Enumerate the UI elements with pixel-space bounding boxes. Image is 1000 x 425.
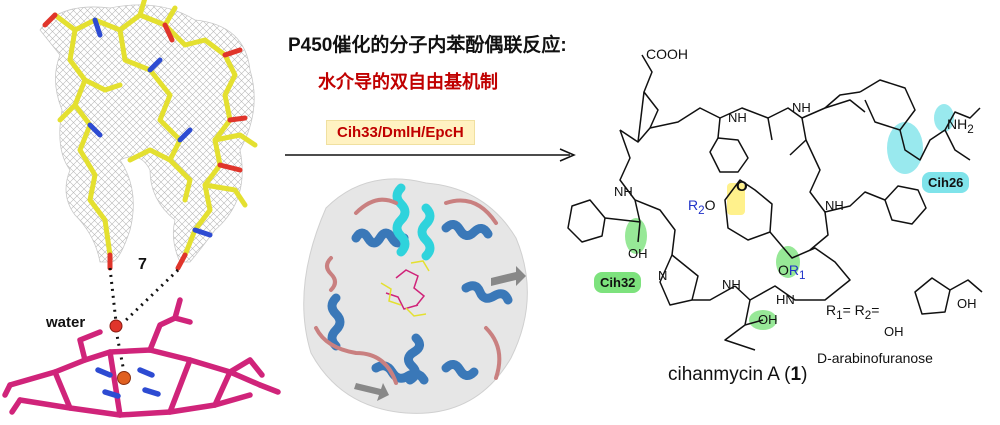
sugar-ho-label: OH <box>884 324 904 339</box>
r2o-label: R2O <box>688 197 716 217</box>
compound-name: cihanmycin A (1) <box>668 364 808 385</box>
or1-label: OR1 <box>778 262 806 282</box>
phenol-oxygen-label: O <box>736 178 748 195</box>
hydroxylation-site-highlight <box>776 246 800 278</box>
residue-number-label: 7 <box>138 256 147 273</box>
sugar-oh-label: OH <box>957 296 977 311</box>
nh-label-thr: NH <box>792 100 811 115</box>
heme-sticks <box>2 297 281 418</box>
heme-nitrogens <box>95 367 161 399</box>
crystal-structure-panel <box>2 0 281 418</box>
cih32-site-highlight <box>625 218 647 254</box>
reaction-arrow <box>285 148 576 162</box>
reaction-title: P450催化的分子内苯酚偶联反应: <box>288 35 567 56</box>
cooh-label: COOH <box>646 46 688 62</box>
p450-protein-cartoon <box>303 178 528 414</box>
nh-label-val: NH <box>722 277 741 292</box>
enzyme-label: Cih33/DmlH/EpcH <box>326 120 475 145</box>
reaction-subtitle: 水介导的双自由基机制 <box>318 72 498 92</box>
oh-label-val: OH <box>758 312 778 327</box>
cih26-tag: Cih26 <box>922 172 970 193</box>
peptide-sticks <box>42 0 258 271</box>
water-label: water <box>46 314 86 331</box>
grey-sheets <box>354 266 526 401</box>
nh-label-tyr: NH <box>728 110 747 125</box>
cih26-site-highlight-2 <box>934 104 954 132</box>
substituent-definition: R1= R2= <box>826 302 880 322</box>
electron-density-mesh <box>39 4 255 263</box>
n-label-pro: N <box>658 268 668 283</box>
cihanmycin-structure <box>567 54 983 351</box>
nh2-label: NH2 <box>947 116 974 136</box>
hn-label: HN <box>776 292 795 307</box>
nh-label-gly: NH <box>614 184 633 199</box>
sugar-name: D-arabinofuranose <box>817 350 933 366</box>
cih32-tag: Cih32 <box>594 272 642 293</box>
molecule-bonds <box>567 54 983 351</box>
cyan-helices <box>392 183 435 261</box>
nh-label-phe: NH <box>825 198 844 213</box>
pink-helices-and-loops <box>314 197 502 385</box>
active-site-ligand <box>380 260 430 317</box>
oh-label-cih32: OH <box>628 246 648 261</box>
water-molecule <box>109 319 123 333</box>
iron-atom <box>117 371 131 385</box>
